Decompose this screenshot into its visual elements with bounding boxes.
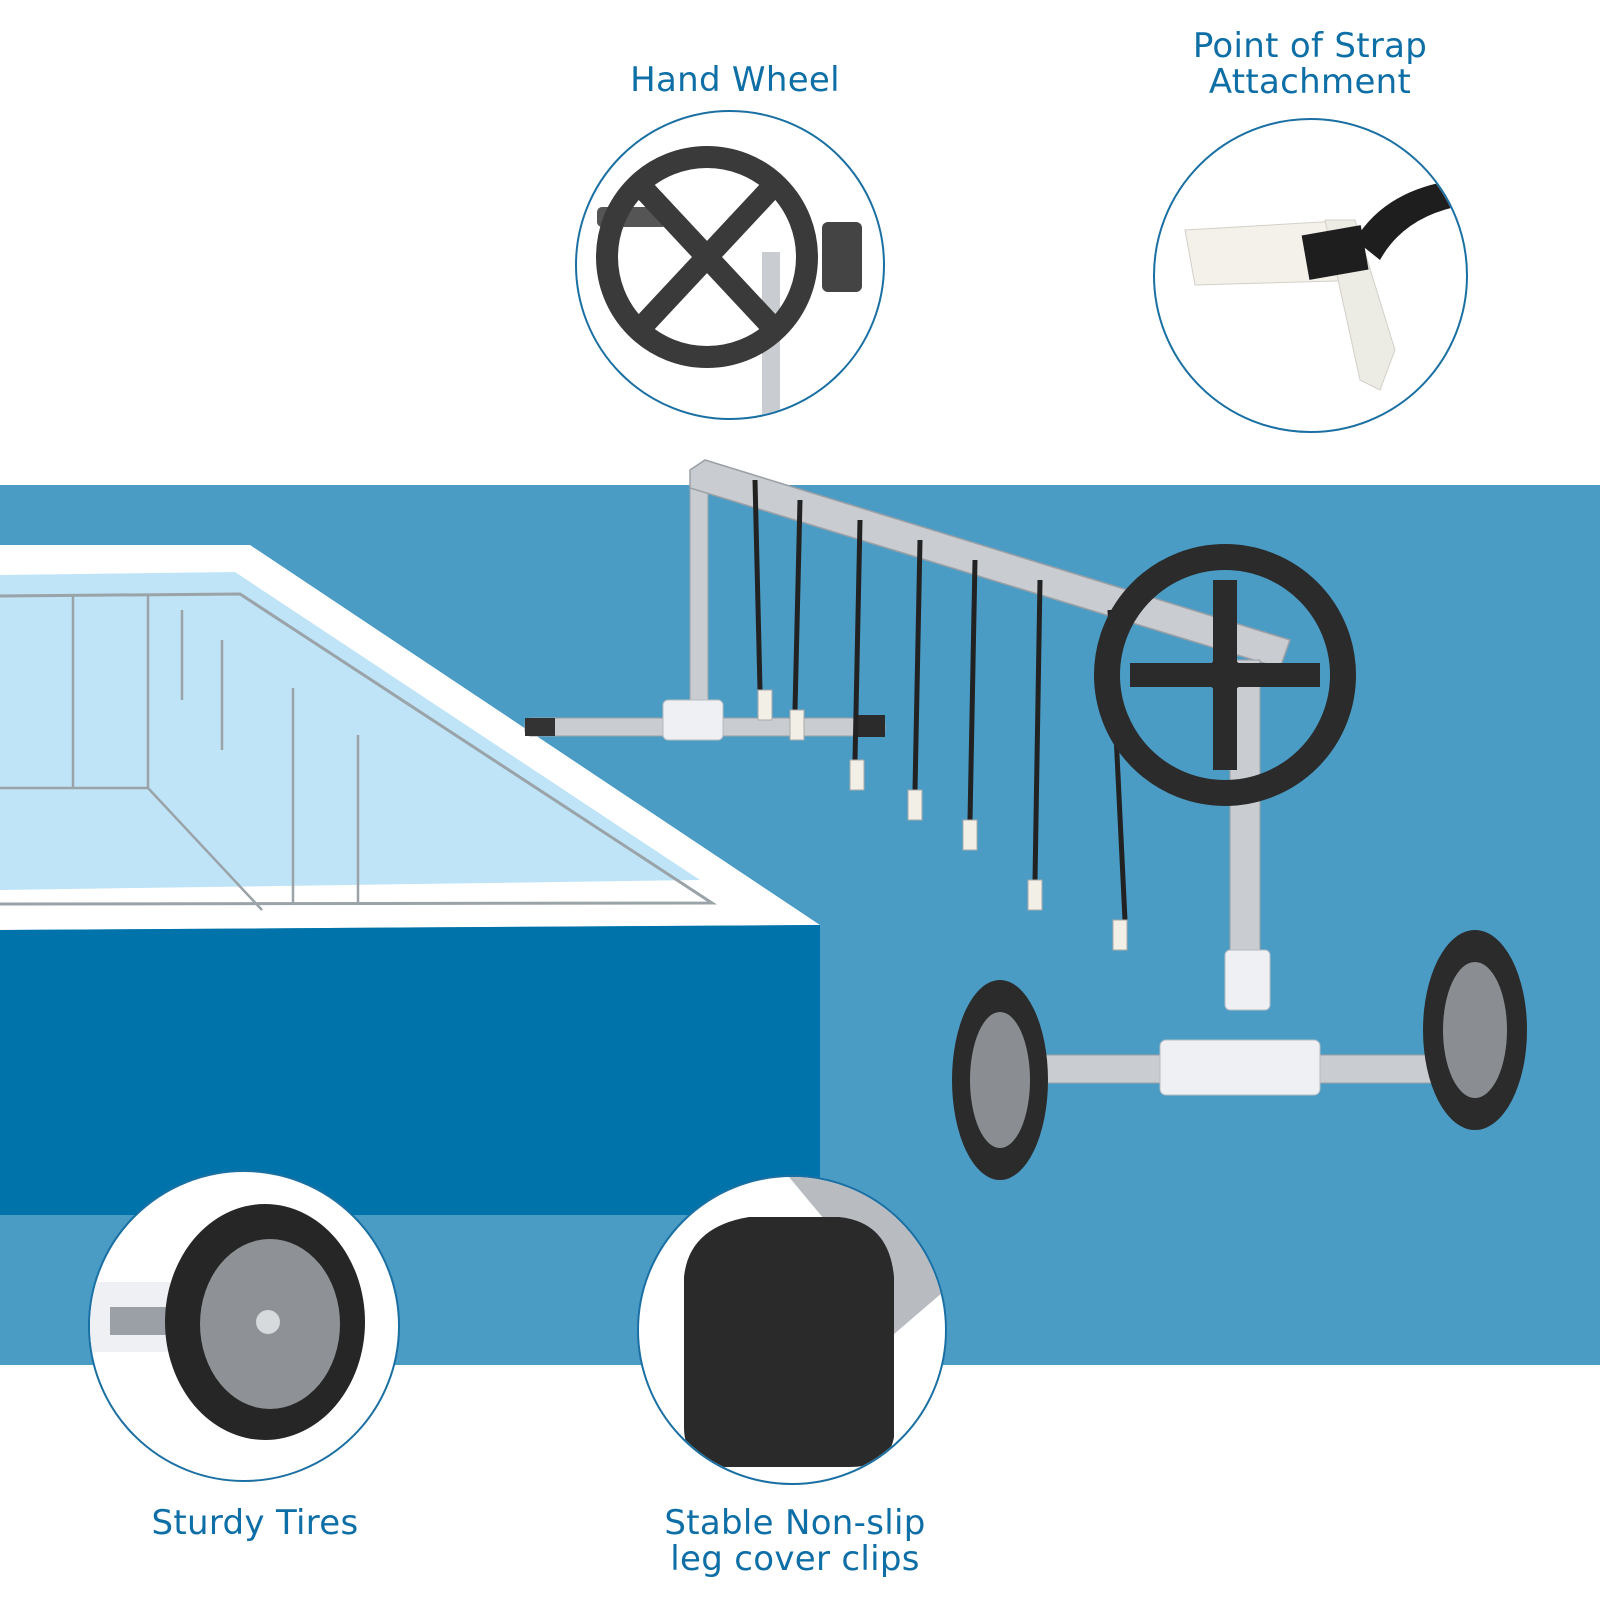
pool-side [0,925,820,1200]
callout-label-leg-cover-clips: Stable Non-slip leg cover clips [630,1505,960,1577]
ground-wheels [952,930,1527,1180]
callout-label-sturdy-tires: Sturdy Tires [151,1503,359,1543]
hand-wheel-icon [596,146,862,418]
callout-label-line2: leg cover clips [670,1539,920,1579]
callout-label-strap-attachment: Point of Strap Attachment [1150,28,1470,100]
tire-icon [90,1204,365,1440]
hand-wheel [1094,544,1356,806]
callout-circle-strap-attachment [1153,118,1468,433]
callout-label-line1: Point of Strap [1192,26,1428,66]
callout-label-hand-wheel: Hand Wheel [630,60,840,100]
callout-label-line2: Attachment [1208,62,1412,102]
callout-label-line1: Stable Non-slip [664,1503,926,1543]
leg-cap-icon [684,1177,945,1467]
callout-circle-sturdy-tires [88,1170,400,1482]
callout-circle-leg-cover-clips [637,1175,947,1485]
strap-clip-icon [1184,180,1465,391]
callout-circle-hand-wheel [575,110,885,420]
